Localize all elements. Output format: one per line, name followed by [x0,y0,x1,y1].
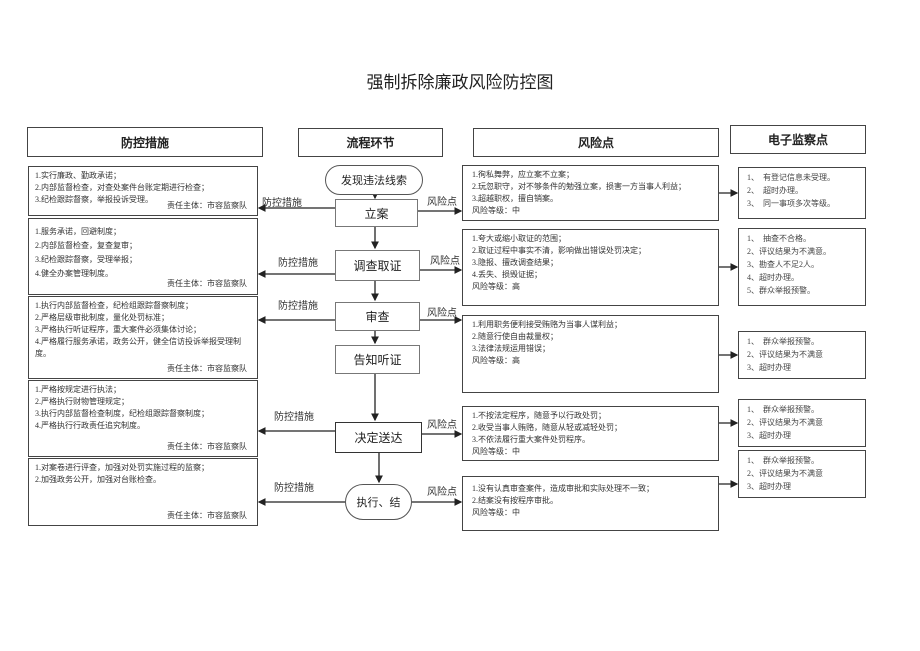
risk-line: 4.丢失、损毁证据； [472,270,542,279]
end-node: 执行、结 [345,484,412,520]
risk-line: 2.收受当事人贿赂，随意从轻或减轻处罚； [472,423,622,432]
risk-line: 1.利用职务便利接受贿赂为当事人谋利益； [472,320,622,329]
responsible-party: 责任主体：市容监察队 [167,511,247,520]
esupervision-line: 3、勘查人不足2人。 [747,260,819,269]
risk-line: 1.不按法定程序，随意予以行政处罚； [472,411,606,420]
measure-label: 防控措施 [262,198,302,209]
esupervision-line: 1、 群众举报预警。 [747,337,819,346]
measures-box-5: 1.对案卷进行评查，加强对处罚实施过程的监察； 2.加强政务公开，加强对台账检查… [28,458,258,526]
header-esupervision: 电子监察点 [730,125,866,154]
esupervision-line: 3、 同一事项多次等级。 [747,199,835,208]
risk-level: 风险等级：中 [472,508,520,517]
risk-line: 3.不依法履行重大案件处罚程序。 [472,435,590,444]
risk-box-3: 1.利用职务便利接受贿赂为当事人谋利益； 2.随意行使自由裁量权； 3.法律法规… [462,315,719,393]
esupervision-box-3: 1、 群众举报预警。 2、评议结果为不满意 3、超时办理 [738,331,866,379]
measure-line: 2.严格层级审批制度，量化处罚标准； [35,313,169,322]
step-review: 审查 [335,302,420,331]
measure-line: 1.对案卷进行评查，加强对处罚实施过程的监察； [35,463,209,472]
esupervision-box-1: 1、 有登记信息未受理。 2、 超时办理。 3、 同一事项多次等级。 [738,167,866,219]
esupervision-line: 2、评议结果为不满意 [747,469,823,478]
esupervision-box-4: 1、 群众举报预警。 2、评议结果为不满意 3、超时办理 [738,399,866,447]
measure-line: 4.健全办案管理制度。 [35,269,113,278]
risk-box-4: 1.不按法定程序，随意予以行政处罚； 2.收受当事人贿赂，随意从轻或减轻处罚； … [462,406,719,461]
risk-box-1: 1.徇私舞弊，应立案不立案； 2.玩忽职守，对不够条件的勉强立案，损害一方当事人… [462,165,719,221]
measure-label: 防控措施 [278,258,318,269]
header-risks: 风险点 [473,128,719,157]
measures-box-4: 1.严格按规定进行执法； 2.严格执行财物管理规定； 3.执行内部监督检查制度，… [28,380,258,457]
measure-line: 3.纪检跟踪督察，受理举报； [35,255,137,264]
measure-line: 2.加强政务公开，加强对台账检查。 [35,475,161,484]
esupervision-line: 1、 群众举报预警。 [747,405,819,414]
risk-line: 3.法律法规运用错误； [472,344,550,353]
step-hearing-notice: 告知听证 [335,345,420,374]
measure-line: 3.严格执行听证程序，重大案件必须集体讨论； [35,325,201,334]
esupervision-line: 2、 超时办理。 [747,186,803,195]
esupervision-box-2: 1、 抽查不合格。 2、评议结果为不满意。 3、勘查人不足2人。 4、超时办理。… [738,228,866,306]
esupervision-line: 2、评议结果为不满意 [747,350,823,359]
measures-box-1: 1.实行廉政、勤政承诺； 2.内部监督检查，对查处案件台账定期进行检查； 3.纪… [28,166,258,216]
measure-line: 1.服务承诺，回避制度； [35,227,121,236]
risk-line: 3.超越职权，擅自销案。 [472,194,558,203]
responsible-party: 责任主体：市容监察队 [167,442,247,451]
esupervision-line: 3、超时办理 [747,482,791,491]
risk-line: 1.没有认真审查案件，造成审批和实际处理不一致； [472,484,654,493]
risk-level: 风险等级：高 [472,356,520,365]
step-decision-delivery: 决定送达 [335,422,422,453]
risk-line: 1.徇私舞弊，应立案不立案； [472,170,574,179]
measure-line: 2.内部监督检查，复查复审； [35,241,137,250]
risk-box-5: 1.没有认真审查案件，造成审批和实际处理不一致； 2.结案没有按程序审批。 风险… [462,476,719,531]
measure-line: 2.内部监督检查，对查处案件台账定期进行检查； [35,183,209,192]
esupervision-line: 1、 有登记信息未受理。 [747,173,835,182]
responsible-party: 责任主体：市容监察队 [167,364,247,373]
risk-label: 风险点 [430,256,460,267]
responsible-party: 责任主体：市容监察队 [167,279,247,288]
measure-label: 防控措施 [278,301,318,312]
risk-level: 风险等级：中 [472,447,520,456]
esupervision-line: 2、评议结果为不满意 [747,418,823,427]
risk-line: 3.隐报、擅改调查结果； [472,258,558,267]
measure-line: 4.严格履行服务承诺，政务公开，健全信访投诉举报受理制度。 [35,337,241,358]
risk-line: 2.玩忽职守，对不够条件的勉强立案，损害一方当事人利益； [472,182,686,191]
start-node: 发现违法线索 [325,165,423,195]
risk-label: 风险点 [427,487,457,498]
risk-label: 风险点 [427,308,457,319]
measure-line: 1.严格按规定进行执法； [35,385,121,394]
risk-line: 2.取证过程中事实不清，影响做出错误处罚决定； [472,246,646,255]
risk-level: 风险等级：高 [472,282,520,291]
esupervision-line: 1、 抽查不合格。 [747,234,811,243]
header-process: 流程环节 [298,128,443,157]
esupervision-line: 2、评议结果为不满意。 [747,247,831,256]
step-investigate: 调查取证 [335,250,420,281]
measure-line: 2.严格执行财物管理规定； [35,397,129,406]
risk-line: 2.结案没有按程序审批。 [472,496,558,505]
measure-line: 1.实行廉政、勤政承诺； [35,171,121,180]
esupervision-line: 3、超时办理 [747,363,791,372]
page-title: 强制拆除廉政风险防控图 [366,73,554,92]
measure-line: 1.执行内部监督检查，纪检组跟踪督察制度； [35,301,193,310]
esupervision-line: 1、 群众举报预警。 [747,456,819,465]
measure-line: 3.纪检跟踪督察，举报投诉受理。 [35,195,153,204]
header-measures: 防控措施 [27,127,263,157]
esupervision-line: 3、超时办理 [747,431,791,440]
measure-label: 防控措施 [274,483,314,494]
esupervision-line: 4、超时办理。 [747,273,799,282]
measure-label: 防控措施 [274,412,314,423]
measures-box-3: 1.执行内部监督检查，纪检组跟踪督察制度； 2.严格层级审批制度，量化处罚标准；… [28,296,258,379]
risk-box-2: 1.夸大或缩小取证的范围； 2.取证过程中事实不清，影响做出错误处罚决定； 3.… [462,229,719,306]
risk-line: 2.随意行使自由裁量权； [472,332,558,341]
step-register: 立案 [335,199,418,227]
measure-line: 3.执行内部监督检查制度，纪检组跟踪督察制度； [35,409,209,418]
measures-box-2: 1.服务承诺，回避制度； 2.内部监督检查，复查复审； 3.纪检跟踪督察，受理举… [28,218,258,295]
risk-line: 1.夸大或缩小取证的范围； [472,234,566,243]
esupervision-box-5: 1、 群众举报预警。 2、评议结果为不满意 3、超时办理 [738,450,866,498]
risk-level: 风险等级：中 [472,206,520,215]
risk-label: 风险点 [427,420,457,431]
risk-label: 风险点 [427,197,457,208]
measure-line: 4.严格执行行政责任追究制度。 [35,421,145,430]
esupervision-line: 5、群众举报预警。 [747,286,815,295]
responsible-party: 责任主体：市容监察队 [167,201,247,210]
